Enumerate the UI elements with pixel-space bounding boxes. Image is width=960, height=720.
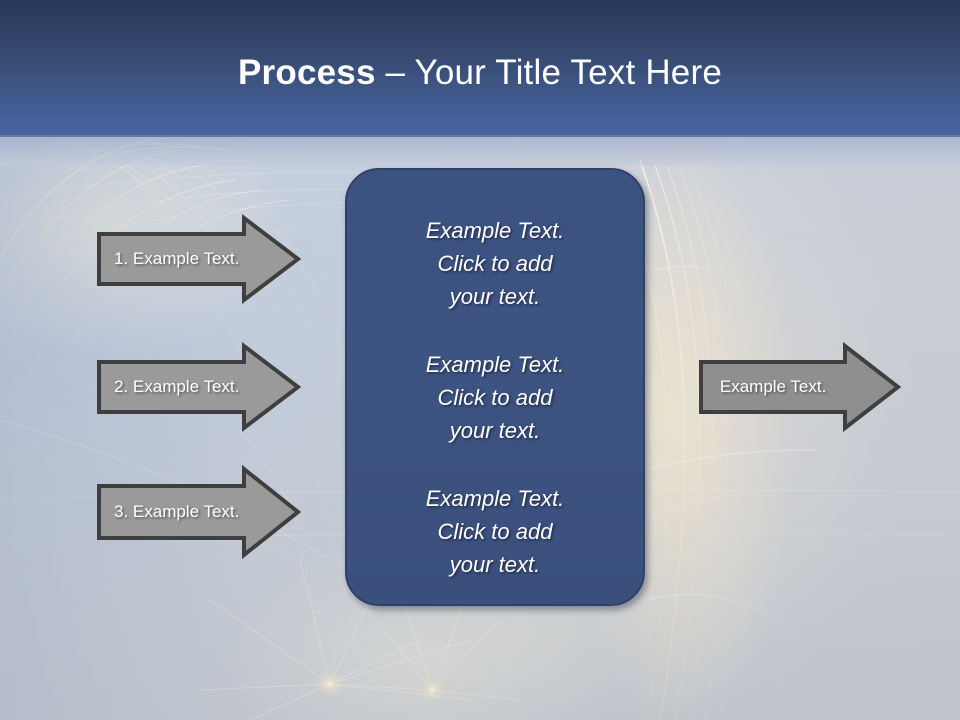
process-step-arrow-1[interactable]: 1. Example Text. [96, 213, 302, 305]
process-outcome-arrow[interactable]: Example Text. [698, 341, 902, 433]
process-detail-paragraph-3: Example Text. Click to add your text. [370, 482, 620, 581]
process-step-arrow-3[interactable]: 3. Example Text. [96, 464, 302, 560]
process-detail-panel[interactable]: Example Text. Click to add your text. Ex… [345, 168, 645, 606]
arrow-right-icon [97, 464, 302, 560]
arrow-right-icon [97, 213, 302, 305]
title-bar [0, 0, 960, 137]
detail-3-line-3: your text. [449, 552, 541, 577]
arrow-right-icon [97, 341, 302, 433]
detail-2-line-1: Example Text. [425, 352, 565, 377]
detail-1-line-1: Example Text. [425, 218, 565, 243]
page-title: Process – Your Title Text Here [0, 52, 960, 94]
page-title-bold: Process [238, 53, 376, 92]
title-bar-divider [0, 135, 960, 137]
process-step-arrow-2[interactable]: 2. Example Text. [96, 341, 302, 433]
title-bar-underlay [0, 137, 960, 166]
process-detail-paragraph-2: Example Text. Click to add your text. [370, 348, 620, 447]
page-title-regular: – Your Title Text Here [375, 53, 722, 92]
arrow-right-icon [699, 341, 902, 433]
detail-2-line-3: your text. [449, 418, 541, 443]
detail-1-line-2: Click to add [437, 251, 553, 276]
detail-2-line-2: Click to add [437, 385, 553, 410]
detail-3-line-1: Example Text. [425, 486, 565, 511]
process-detail-paragraph-1: Example Text. Click to add your text. [370, 214, 620, 313]
detail-3-line-2: Click to add [437, 519, 553, 544]
detail-1-line-3: your text. [449, 284, 541, 309]
